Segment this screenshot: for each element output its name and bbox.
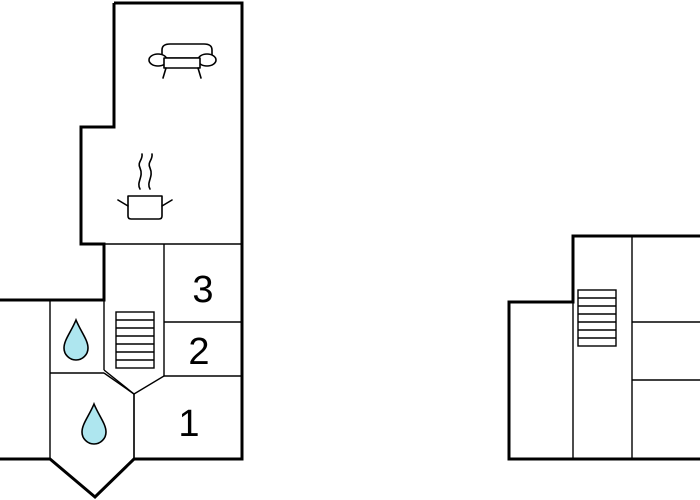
upper-floor-outer-wall [507, 234, 700, 461]
ground-floor-upper-wall [0, 3, 116, 302]
sofa-icon [148, 43, 217, 79]
ground-floor-outer-wall [0, 1, 244, 500]
room-3-number: 3 [192, 269, 213, 311]
staircase-icon [115, 311, 155, 369]
ground-floor: 3 2 1 [0, 1, 244, 500]
room-2-number: 2 [188, 331, 209, 373]
bath-2-angled-wall [103, 372, 135, 459]
room-1-number: 1 [178, 403, 199, 445]
staircase-icon [577, 289, 617, 347]
water-drop-icon [81, 401, 107, 445]
stair-hall-angled-wall [103, 369, 165, 395]
cooking-pot-icon [117, 153, 173, 220]
upper-floor [507, 234, 700, 461]
water-drop-icon [63, 317, 89, 361]
